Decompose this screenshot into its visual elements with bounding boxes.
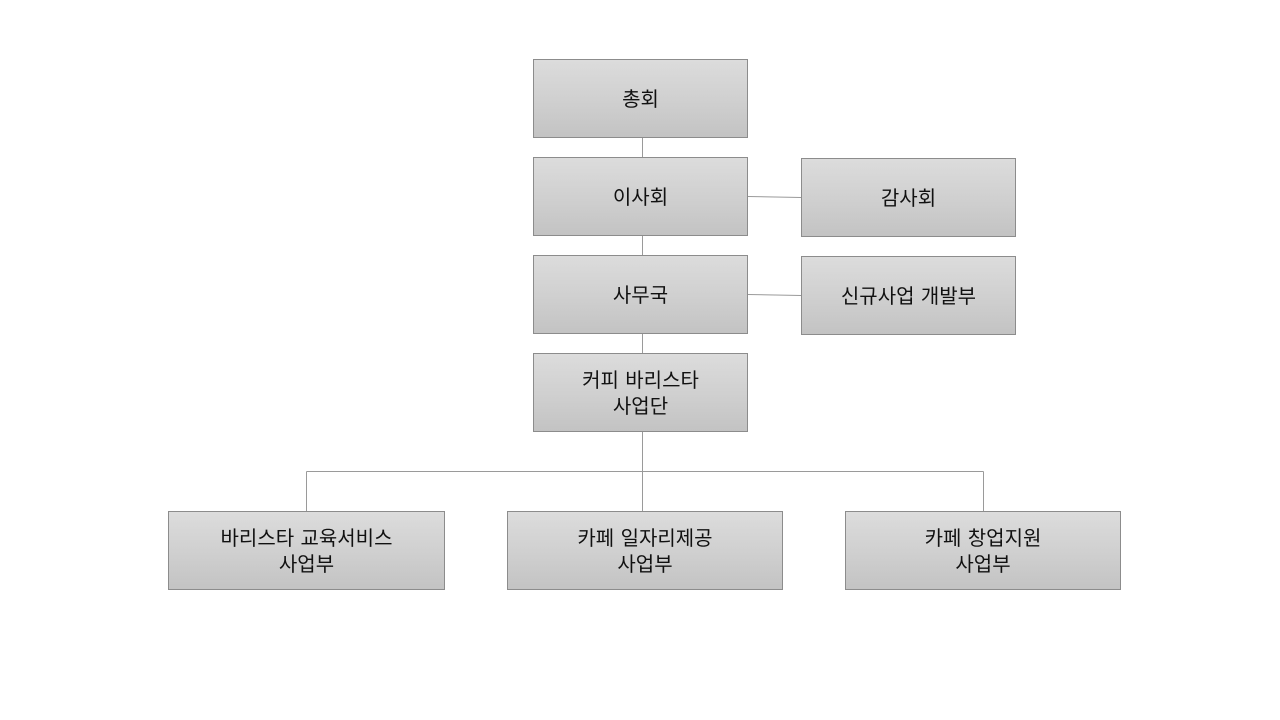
cafe-startup-dept-label-line2: 사업부 — [955, 551, 1011, 576]
audit-committee-label: 감사회 — [880, 185, 937, 210]
new-business-dept-box: 신규사업 개발부 — [801, 256, 1016, 335]
connector-board-audit — [747, 196, 802, 198]
cafe-jobs-dept-label-line2: 사업부 — [617, 551, 673, 576]
board-of-directors-box: 이사회 — [533, 157, 748, 236]
general-assembly-box: 총회 — [533, 59, 748, 138]
cafe-startup-dept-label-line1: 카페 창업지원 — [924, 525, 1042, 550]
barista-education-dept-box: 바리스타 교육서비스 사업부 — [168, 511, 445, 590]
barista-education-dept-label-line2: 사업부 — [278, 551, 335, 576]
new-business-dept-label: 신규사업 개발부 — [840, 283, 977, 308]
general-assembly-label: 총회 — [622, 86, 659, 111]
audit-committee-box: 감사회 — [801, 158, 1016, 237]
cafe-startup-dept-box: 카페 창업지원 사업부 — [845, 511, 1121, 590]
barista-business-group-box: 커피 바리스타 사업단 — [533, 353, 748, 432]
board-of-directors-label: 이사회 — [612, 184, 669, 209]
cafe-jobs-dept-box: 카페 일자리제공 사업부 — [507, 511, 783, 590]
cafe-jobs-dept-label-line1: 카페 일자리제공 — [577, 525, 713, 550]
secretariat-label: 사무국 — [612, 282, 669, 307]
barista-education-dept-label-line1: 바리스타 교육서비스 — [220, 525, 393, 550]
barista-business-group-label-line1: 커피 바리스타 — [582, 367, 699, 392]
connector-secretariat-newbiz — [747, 294, 802, 296]
secretariat-box: 사무국 — [533, 255, 748, 334]
barista-business-group-label-line2: 사업단 — [612, 393, 669, 418]
